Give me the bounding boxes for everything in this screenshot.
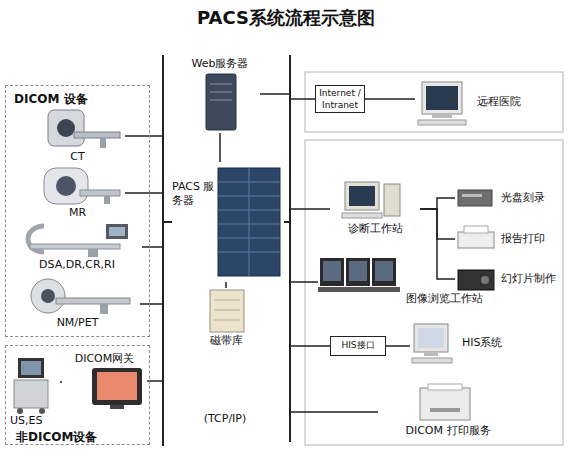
- device-node: DSA,DR,CR,RI: [12, 222, 142, 272]
- network-link: [420, 209, 455, 279]
- site-node: 远程医院: [415, 78, 555, 128]
- storage-node: 磁带库: [192, 288, 260, 350]
- mr-scanner-icon: [44, 168, 120, 204]
- diagram-title: PACS系统流程示意图: [0, 6, 572, 30]
- network-link: [125, 193, 172, 222]
- dicom-printer-icon: [420, 384, 470, 420]
- output-node: 幻灯片制作: [455, 264, 560, 294]
- frame: [305, 72, 563, 132]
- cd-burner-icon: [458, 190, 492, 206]
- node-label: 非DICOM设备: [16, 430, 146, 444]
- device-node: MR: [30, 166, 125, 220]
- device-node: NM/PET: [15, 278, 140, 330]
- interface-box: HIS接口: [330, 336, 386, 356]
- slide-maker-icon: [458, 270, 494, 290]
- node-label: DICOM网关: [62, 352, 147, 366]
- ct-scanner-icon: [48, 110, 120, 148]
- web-server-icon: [206, 74, 236, 130]
- node-label: MR: [30, 206, 125, 220]
- network-link: [386, 345, 410, 347]
- node-label: 光盘刻录: [501, 191, 560, 205]
- node-label: Internet / Intranet: [316, 87, 364, 111]
- network-bus: [163, 55, 290, 446]
- node-label: 诊断工作站: [330, 222, 420, 236]
- tape-library-icon: [210, 290, 244, 332]
- network-link: [147, 222, 172, 381]
- node-label: 磁带库: [192, 334, 260, 348]
- frame: [305, 140, 563, 445]
- node-label: 远程医院: [477, 95, 555, 109]
- node-label: NM/PET: [15, 316, 140, 330]
- viewing-workstation-icon: [318, 258, 400, 292]
- network-link: [60, 381, 62, 383]
- network-link: [260, 94, 315, 99]
- node-label: HIS接口: [331, 339, 385, 351]
- node-label: CT: [30, 150, 125, 164]
- printer-node: DICOM 打印服务: [378, 384, 518, 440]
- ultrasound-icon: [14, 358, 48, 414]
- network-link: [225, 282, 227, 288]
- device-node: US,ES: [10, 352, 60, 428]
- remote-computer-icon: [418, 82, 466, 125]
- network-link: [284, 222, 378, 412]
- network-box: Internet / Intranet: [315, 85, 365, 113]
- network-link: [142, 222, 172, 247]
- network-link: [420, 198, 455, 209]
- output-node: 报告打印: [455, 224, 560, 254]
- network-link: [284, 209, 330, 222]
- node-label: DSA,DR,CR,RI: [12, 258, 142, 272]
- node-label: DICOM 打印服务: [378, 424, 518, 438]
- node-label: 报告打印: [501, 232, 560, 246]
- workstation-node: 诊断工作站: [330, 180, 420, 238]
- network-link: [140, 222, 172, 304]
- workstation-node: 图像浏览工作站: [318, 256, 488, 308]
- network-link: [284, 222, 318, 282]
- node-label: HIS系统: [462, 336, 522, 350]
- printer-icon: [458, 226, 494, 248]
- gateway-monitor-icon: [92, 368, 142, 409]
- node-label: PACS 服务器: [172, 180, 216, 208]
- network-link: [125, 136, 172, 222]
- workstation-icon: [342, 182, 400, 218]
- network-link: [219, 133, 221, 162]
- group-box: 非DICOM设备 DICOM网关 US,ES: [5, 345, 150, 445]
- server-node: Web服务器: [180, 55, 260, 133]
- device-node: DICOM网关: [62, 350, 147, 412]
- group-box: DICOM 设备 CT MR DSA,DR,CR,RI NM/PET: [5, 85, 150, 337]
- output-node: 光盘刻录: [455, 184, 560, 212]
- network-link: [284, 222, 330, 346]
- server-node: PACS 服务器: [172, 162, 284, 282]
- node-label: US,ES: [10, 414, 60, 428]
- node-label: 幻灯片制作: [501, 272, 560, 286]
- node-label: 图像浏览工作站: [406, 292, 486, 306]
- device-node: CT: [30, 108, 125, 164]
- dsa-icon: [28, 224, 128, 257]
- network-label: (TCP/IP): [190, 412, 260, 426]
- node-label: Web服务器: [180, 57, 260, 71]
- network-link: [365, 98, 415, 100]
- pet-icon: [31, 279, 130, 314]
- pacs-server-icon: [218, 168, 280, 276]
- node-label: DICOM 设备: [14, 92, 139, 106]
- system-node: HIS系统: [410, 320, 525, 368]
- his-computer-icon: [412, 324, 452, 363]
